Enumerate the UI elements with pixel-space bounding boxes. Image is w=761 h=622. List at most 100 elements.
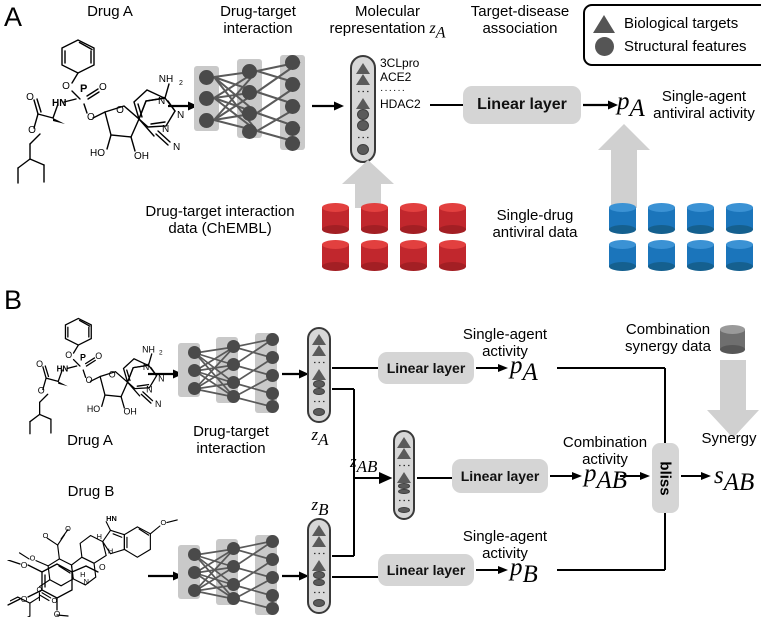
sab-symbol: s [714,462,724,489]
legend-label-1: Structural features [624,38,747,55]
chembl-database-cylinders [322,203,472,271]
vector-triangle-icon [356,74,370,85]
vector-ellipsis: ⋮ [312,586,327,600]
panel-a-tda-line2: association [482,20,558,37]
panel-b-vector-za: ⋮ ⋮ [307,327,331,423]
svg-text:O: O [99,82,107,93]
vector-circle-icon [398,488,410,495]
database-cylinder-icon [400,203,427,234]
vector-triangle-icon [312,369,326,380]
panel-b-linear-layer-b[interactable]: Linear layer [378,554,474,586]
arrow-pab-to-bliss [620,472,650,480]
pa-symbol-b: p [510,352,523,379]
svg-text:HO: HO [87,404,100,414]
panel-b-synergy-label: Synergy [701,430,757,447]
svg-text:O: O [52,596,58,605]
panel-b-dti-line1: Drug-target [193,423,269,440]
database-cylinder-icon [648,203,675,234]
panel-a-output-text: Single-agent antiviral activity [648,88,760,122]
svg-text:O: O [21,560,28,570]
svg-text:NH: NH [159,74,173,85]
target-label-0: 3CLpro [380,56,420,70]
reserpine-structure: HN O H H N H O O O O O [5,500,185,622]
dti-data-line2: data (ChEMBL) [168,220,272,237]
svg-text:O: O [87,112,95,123]
vector-circle-icon [313,578,325,587]
svg-text:O: O [86,375,93,385]
database-cylinder-icon [609,203,636,234]
panel-a-molecular-vector: ⋮ ⋮ [350,55,376,163]
svg-text:OH: OH [134,151,149,162]
arrow-bliss-to-sab [681,472,711,480]
panel-a-molrep-symbol-sub: A [435,24,446,42]
single-agent-bottom-line1: Single-agent [462,528,548,545]
panel-b-pb: pB [510,554,538,589]
sab-sub: AB [723,469,755,496]
legend-box: Biological targets Structural features [583,4,761,66]
svg-text:N: N [173,142,180,153]
arrow-linear-to-pb [476,566,508,574]
panel-a-dti-data-label: Drug-target interaction data (ChEMBL) [120,203,320,237]
zab-symbol: z [350,452,357,471]
panel-a-dti-line1: Drug-target [220,3,296,20]
panel-b-linear-layer-ab[interactable]: Linear layer [452,459,548,493]
panel-a-tda-title: Target-disease association [450,3,590,37]
svg-text:O: O [30,554,36,563]
panel-b-single-agent-top: Single-agent activity [440,326,570,360]
vector-triangle-icon [312,560,326,571]
panel-a-target-labels: 3CLpro ACE2 ······ HDAC2 [380,56,421,111]
vector-triangle-icon [397,437,411,448]
panel-a-linear-layer[interactable]: Linear layer [463,86,581,124]
panel-b-zb-label: zB [306,495,334,520]
svg-text:O: O [36,359,43,369]
antiviral-data-line1: Single-drug [496,207,574,224]
panel-b-pa: pA [510,352,538,387]
legend-item-structural-features: Structural features [593,35,759,58]
vector-triangle-icon [312,334,326,345]
vector-triangle-icon [312,345,326,356]
panel-b-letter: B [4,285,23,315]
svg-text:O: O [65,350,72,360]
vector-triangle-icon [312,536,326,547]
svg-text:O: O [95,351,102,361]
pab-sub: AB [596,467,628,494]
panel-a-molrep-line1: Molecular [354,3,421,20]
database-cylinder-icon [400,240,427,271]
svg-text:NH: NH [142,344,155,354]
vector-ellipsis: ⋮ [312,356,327,369]
za-symbol: z [311,425,319,444]
panel-b-pab: pAB [584,460,627,495]
arrow-nn-to-vector-a [312,101,344,111]
vector-triangle-icon [356,98,370,109]
reserpine-structure-extra: O O O O [0,559,130,622]
database-cylinder-icon [322,203,349,234]
svg-text:P: P [80,83,87,95]
vector-circle-icon [313,571,325,579]
legend-label-0: Biological targets [624,15,739,32]
bliss-label: bliss [657,460,674,496]
svg-text:O: O [116,105,124,116]
vector-triangle-icon [312,525,326,536]
panel-b-vector-zab: ⋮ ⋮ [393,430,415,520]
panel-a-molrep-symbol: z [429,20,436,37]
vector-circle-icon [313,380,325,388]
arrow-drug-to-nn-a [168,101,198,111]
bliss-block[interactable]: bliss [652,443,679,513]
panel-b-sab: sAB [714,462,754,497]
vector-triangle-icon [397,448,411,459]
panel-b-linear-layer-a[interactable]: Linear layer [378,352,474,384]
panel-b-vector-zb: ⋮ ⋮ [307,518,331,614]
panel-b-neural-network-a [176,333,286,418]
vector-circle-icon [357,120,369,131]
svg-text:O: O [28,125,36,136]
svg-text:N: N [162,124,169,135]
svg-text:O: O [21,594,28,604]
za-sub: A [318,429,329,449]
synergy-data-line1: Combination [625,321,711,338]
arrow-nn-to-za [282,369,309,379]
svg-text:H: H [80,570,85,579]
database-cylinder-icon [726,203,753,234]
panel-b-dti-title: Drug-target interaction [175,423,287,457]
panel-b-drug-b-label: Drug B [67,483,115,500]
vector-triangle-icon [356,63,370,74]
